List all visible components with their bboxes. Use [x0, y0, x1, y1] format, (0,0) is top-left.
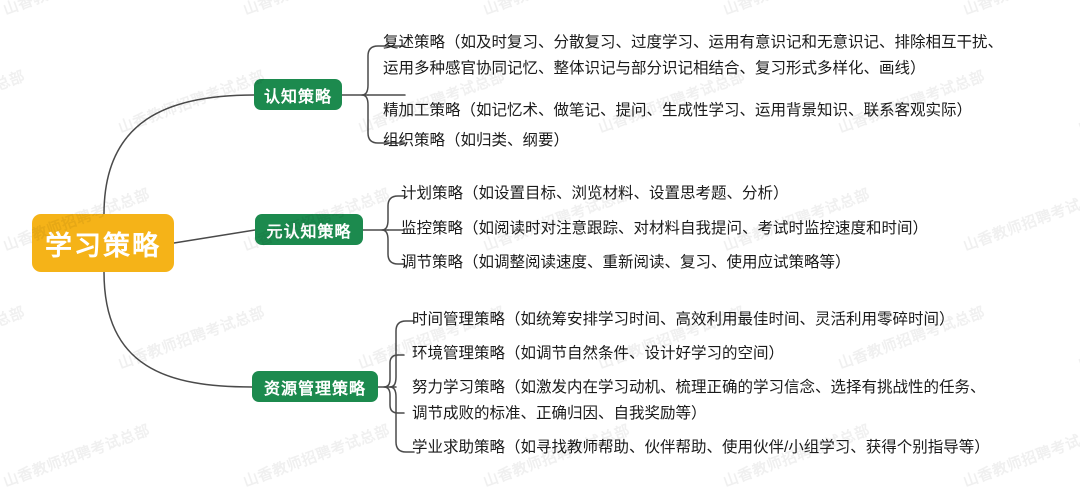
branch-node-metacognitive[interactable]: 元认知策略	[255, 214, 363, 245]
wire-branch-3-tick-2	[383, 354, 405, 414]
wire-root-to-branch-1	[103, 94, 255, 215]
root-node[interactable]: 学习策略	[32, 214, 174, 272]
wire-root-to-branch-2	[173, 229, 256, 244]
leaf-organization-strategy[interactable]: 组织策略（如归类、纲要）	[383, 132, 570, 149]
branch-node-resource-management[interactable]: 资源管理策略	[252, 371, 378, 402]
leaf-effort-management-strategy[interactable]: 努力学习策略（如激发内在学习动机、梳理正确的学习信念、选择有挑战性的任务、 调节…	[412, 379, 986, 422]
wire-branch-3-bracket	[389, 320, 415, 453]
wire-root-to-branch-3	[103, 271, 253, 388]
leaf-rehearsal-strategy[interactable]: 复述策略（如及时复习、分散复习、过度学习、运用有意识记和无意识记、排除相互干扰、…	[383, 34, 1004, 77]
leaf-planning-strategy[interactable]: 计划策略（如设置目标、浏览材料、设置思考题、分析）	[401, 185, 789, 202]
leaf-regulation-strategy[interactable]: 调节策略（如调整阅读速度、重新阅读、复习、使用应试策略等）	[401, 254, 851, 271]
leaf-monitoring-strategy[interactable]: 监控策略（如阅读时对注意跟踪、对材料自我提问、考试时监控速度和时间）	[401, 220, 929, 237]
wire-branch-1-bracket	[361, 45, 406, 144]
leaf-help-seeking-strategy[interactable]: 学业求助策略（如寻找教师帮助、伙伴帮助、使用伙伴/小组学习、获得个别指导等）	[412, 439, 990, 456]
leaf-environment-management-strategy[interactable]: 环境管理策略（如调节自然条件、设计好学习的空间）	[412, 345, 785, 362]
leaf-time-management-strategy[interactable]: 时间管理策略（如统筹安排学习时间、高效利用最佳时间、灵活利用零碎时间）	[412, 311, 955, 328]
branch-node-cognitive[interactable]: 认知策略	[254, 79, 342, 110]
leaf-elaboration-strategy[interactable]: 精加工策略（如记忆术、做笔记、提问、生成性学习、运用背景知识、联系客观实际）	[383, 102, 973, 119]
wire-branch-2-bracket	[381, 195, 405, 265]
